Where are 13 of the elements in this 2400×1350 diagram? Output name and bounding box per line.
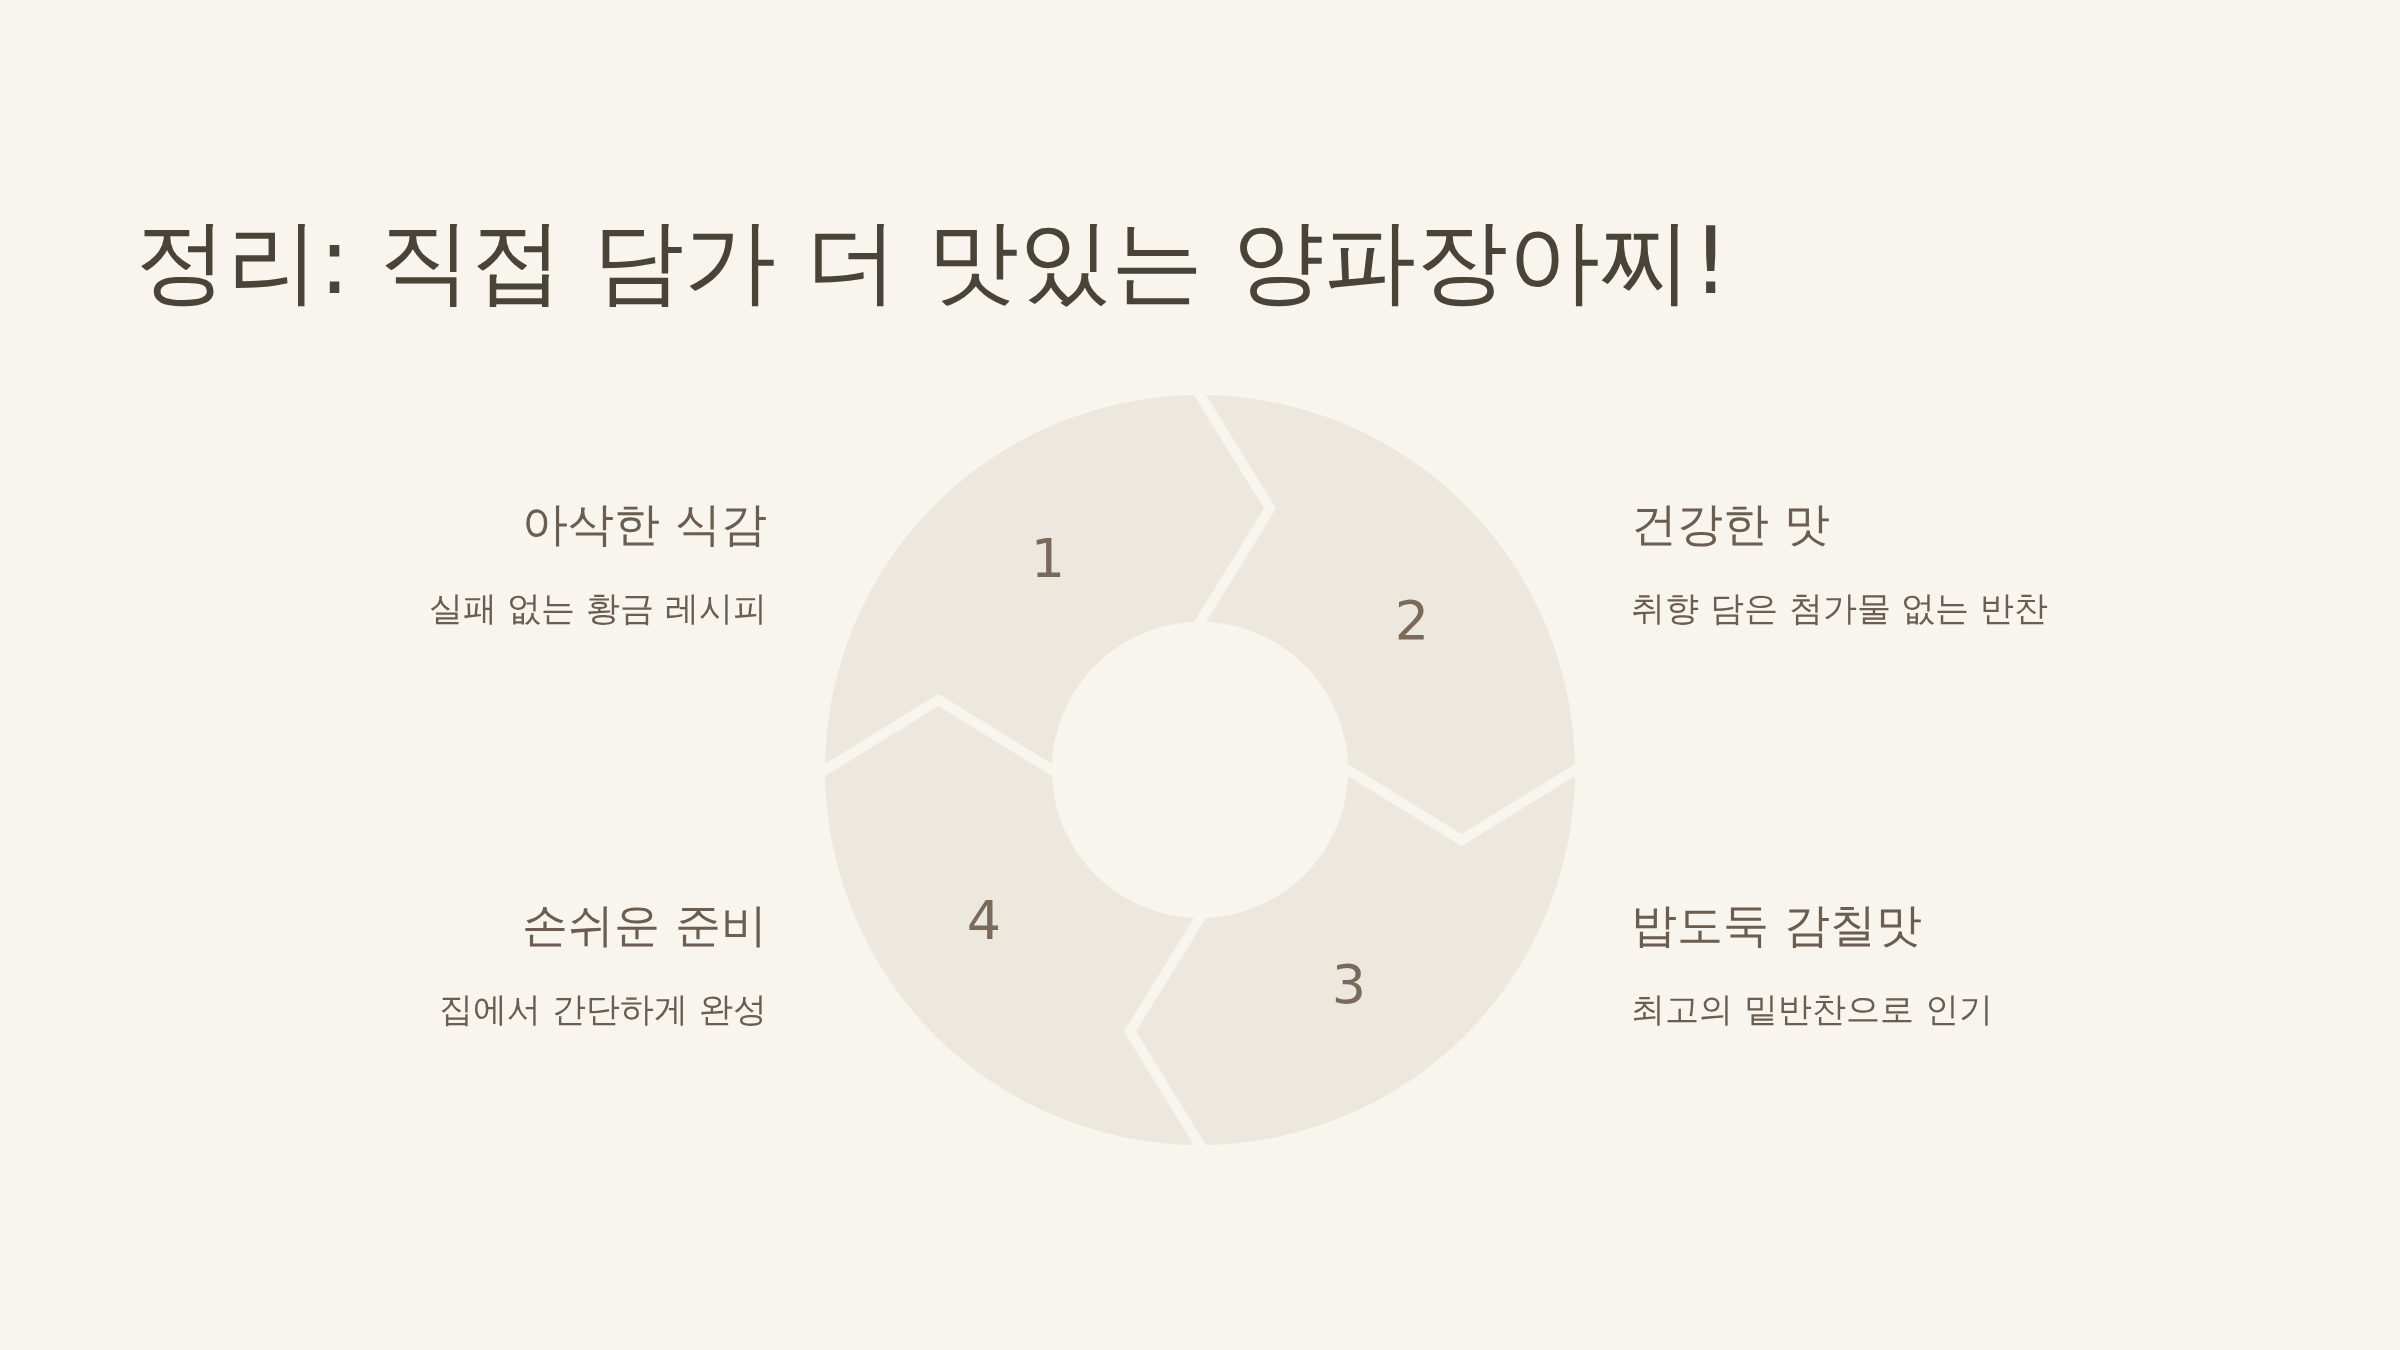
heading-text: 손쉬운 준비	[522, 897, 767, 954]
title: 정리: 직접 담가 더 맛있는 양파장아찌!	[135, 207, 1730, 317]
heading-text: 건강한 맛	[1631, 496, 1830, 553]
description-text: 최고의 밑반찬으로 인기	[1631, 988, 1993, 1031]
description-text: 실패 없는 황금 레시피	[428, 587, 767, 630]
step-number: 4	[966, 888, 1002, 952]
step-number: 2	[1394, 588, 1430, 652]
heading-text: 아삭한 식감	[522, 496, 767, 553]
heading-text: 밥도둑 감칠맛	[1631, 897, 1922, 954]
description-text: 집에서 간단하게 완성	[439, 988, 767, 1031]
description-text: 취향 담은 첨가물 없는 반찬	[1631, 587, 2049, 630]
step-number: 1	[1030, 526, 1066, 590]
step-number: 3	[1331, 952, 1367, 1016]
